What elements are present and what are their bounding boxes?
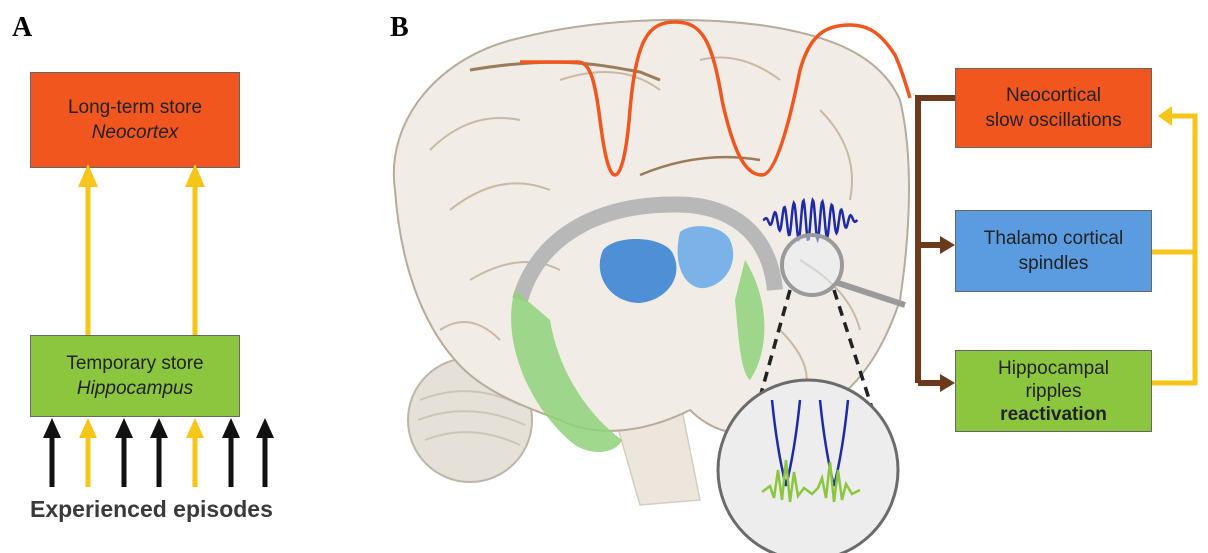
zoom-circle [718,380,898,553]
brown-trunk [918,98,955,383]
episode-arrowhead [43,418,61,438]
episode-input-arrows [43,418,274,487]
yellow-arrowhead-slow-oscillations [1158,106,1172,126]
episode-arrowhead [256,418,274,438]
episode-arrowhead [186,418,204,438]
consolidation-arrowhead-right [185,164,205,187]
episode-arrowhead [79,418,97,438]
brown-arrowhead-spindles [940,236,955,254]
consolidation-arrows [78,164,205,335]
brown-arrowhead-ripples [940,374,955,392]
episode-arrowhead [222,418,240,438]
magnifier-lens [782,235,842,295]
neocortex [394,20,909,434]
consolidation-arrowhead-left [78,164,98,187]
episode-arrowhead [150,418,168,438]
episode-arrowhead [115,418,133,438]
yellow-feedback-connectors [1152,106,1195,383]
brown-connectors [918,98,955,392]
